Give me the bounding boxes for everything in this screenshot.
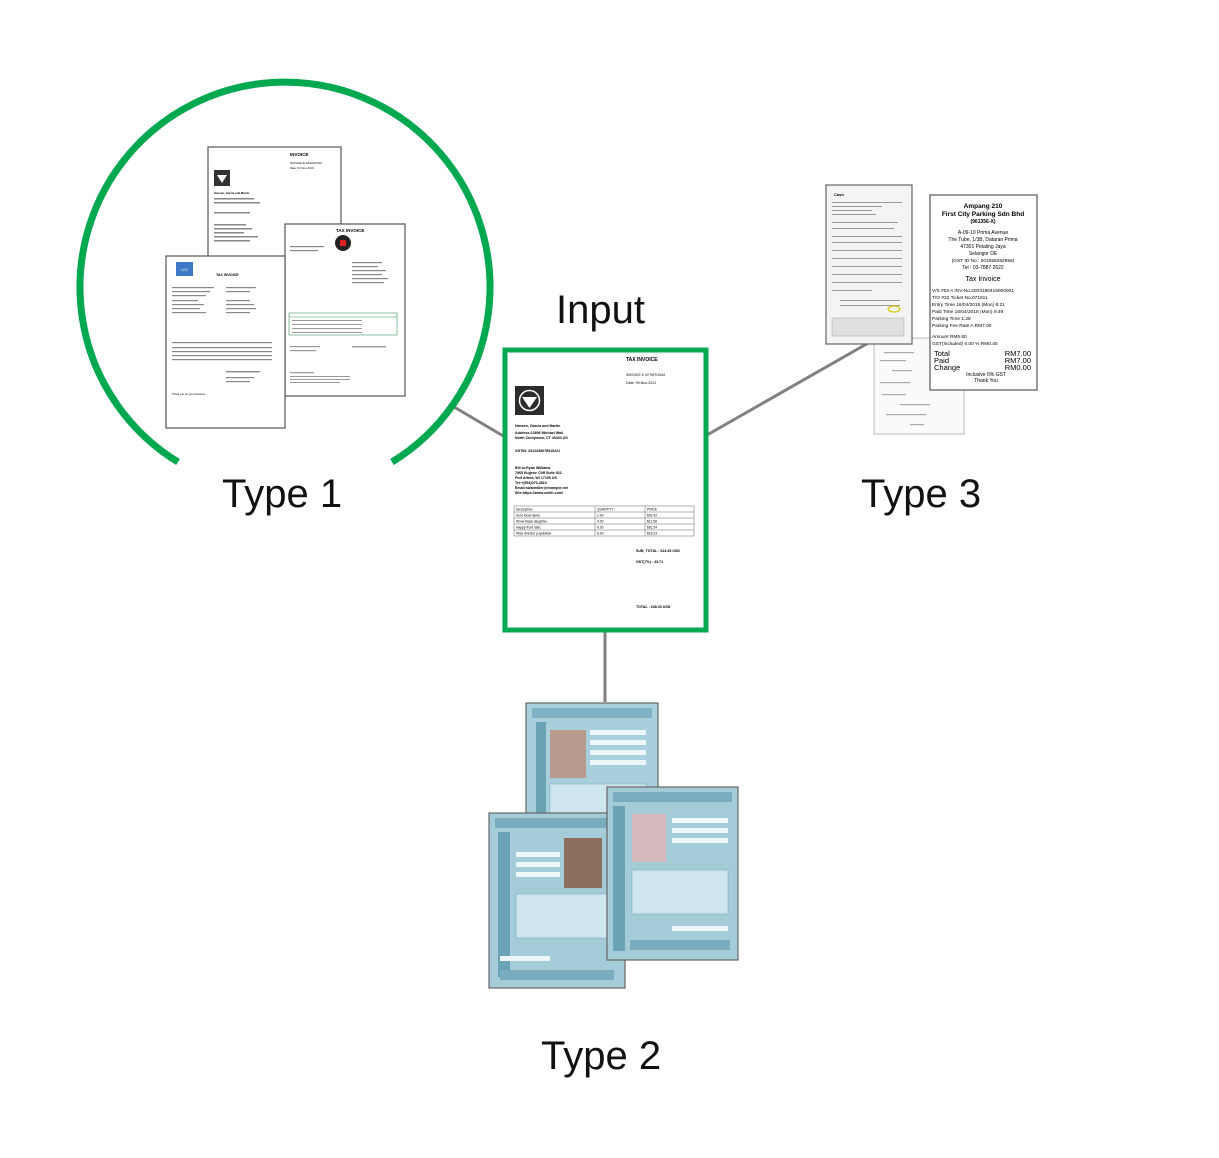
type3-label: Type 3 xyxy=(861,472,982,516)
receipt-title1: Ampang 210 xyxy=(964,203,1003,210)
type2-right-photo xyxy=(632,814,666,862)
receipt-total-value: RM7.00 xyxy=(1005,349,1031,358)
receipt-tax-invoice: Tax Invoice xyxy=(965,276,1000,283)
receipt-paid-value: RM7.00 xyxy=(1005,356,1031,365)
table-cell: Wise director population xyxy=(516,532,552,536)
input-doc-tel: Tel:+(554)070-4810 xyxy=(515,481,547,485)
receipt-title2: First City Parking Sdn Bhd xyxy=(942,211,1024,218)
type1-front-title: TAX INVOICE xyxy=(216,273,239,277)
input-doc-invoice-no: INVOICE # 3Y7MTU944 xyxy=(626,373,665,377)
receipt-addr1: A-09-10 Prima Avenue xyxy=(958,230,1008,236)
type1-doc-right: TAX INVOICE xyxy=(284,223,406,397)
type1-back-company: Hansen, Garcia and Martin xyxy=(214,191,250,195)
table-cell: Show black daughter. xyxy=(516,520,548,524)
receipt-line: Entry Time 16/04/2018 (Mon) 8:21 xyxy=(932,302,1005,308)
type3-receipt-front xyxy=(929,194,1038,391)
receipt-addr4: Selangor DE xyxy=(969,251,998,257)
type1-group-arc xyxy=(76,78,494,465)
table-cell: 4.00 xyxy=(597,520,604,524)
receipt-footer1: Inclusive 6% GST xyxy=(966,372,1006,378)
receipt-gst-id: (GST ID No : 001658282956) xyxy=(952,258,1015,264)
table-header-price: PRICE xyxy=(647,508,658,512)
table-header-quantity: QUANTITY xyxy=(597,508,614,512)
receipt-line: Parking Fee Rate A RM7.00 xyxy=(932,323,992,329)
receipt-line: Amount RM6.60 xyxy=(932,334,967,340)
receipt-total-label: Total xyxy=(934,349,950,358)
type1-back-line1: INVOICE ID:HK2A0071M xyxy=(290,161,322,165)
type2-label: Type 2 xyxy=(541,1034,662,1078)
input-doc-email: Email:swarmiller@example.net xyxy=(515,486,569,490)
table-cell: 1.00 xyxy=(597,514,604,518)
table-cell: $11.58 xyxy=(647,520,657,524)
input-doc-title: TAX INVOICE xyxy=(626,357,658,363)
receipt-paid-label: Paid xyxy=(934,356,949,365)
connector-type1 xyxy=(448,402,506,439)
type2-card-right xyxy=(606,786,739,961)
receipt-line: Paid Time 16/04/2018 (Mon) 9:49 xyxy=(932,309,1004,315)
table-cell: 6.00 xyxy=(597,526,604,530)
receipt-change-value: RM0.00 xyxy=(1005,363,1031,372)
receipt-line: Parking Time 1:28 xyxy=(932,316,971,322)
input-doc-gst: GST(7%) : 43.71 xyxy=(636,560,663,564)
type1-right-title: TAX INVOICE xyxy=(336,228,364,233)
type1-back-line2: Date: 07-Nov-2019 xyxy=(290,166,314,170)
type1-front-logo: LCO xyxy=(181,268,188,272)
type2-top-photo xyxy=(550,730,586,778)
input-doc-company: Hansen, Garcia and Martin xyxy=(515,424,560,428)
type2-card-left xyxy=(488,812,626,989)
type1-label: Type 1 xyxy=(222,472,343,516)
table-cell: Happy front start. xyxy=(516,526,541,530)
receipt-change-label: Change xyxy=(934,363,960,372)
table-header-description: Description xyxy=(516,508,533,512)
input-label: Input xyxy=(556,288,645,332)
input-doc-address2: North Cindytown, CT 45403 US xyxy=(515,436,568,440)
input-doc-bill-addr2: Port Alfred, WI 17190 US xyxy=(515,476,557,480)
input-document: TAX INVOICE INVOICE # 3Y7MTU944 Date: 09… xyxy=(502,347,709,633)
input-doc-site: Site:https://www.smith.com/ xyxy=(515,491,563,495)
receipt-addr2: The Tube, 1/3B, Dataran Prima xyxy=(948,237,1017,243)
input-doc-table xyxy=(513,505,695,537)
type1-back-title: INVOICE xyxy=(290,152,309,157)
table-cell: Sure local name. xyxy=(516,514,541,518)
receipt-line: V/S #03 A INV-No.2003180416000001 xyxy=(932,288,1014,294)
input-doc-address1: Address:13896 Michael Wall xyxy=(515,431,563,435)
receipt-tel: Tel : 03-7887 2622 xyxy=(962,265,1004,271)
receipt-footer2: Thank You xyxy=(974,378,998,384)
type2-left-photo xyxy=(564,838,602,888)
type1-doc-front: LCO TAX INVOICE Thank you for your busin… xyxy=(165,255,286,429)
input-doc-date: Date: 09-Nov-2011 xyxy=(626,381,656,385)
receipt-addr3: 47301 Petaling Jaya xyxy=(960,244,1006,250)
table-cell: 6.00 xyxy=(597,532,604,536)
receipt-line: T/O #22 Ticket No.071811 xyxy=(932,295,988,301)
receipt-title3: (961356-X) xyxy=(970,219,995,225)
type3-receipt-text: Ampang 210 First City Parking Sdn Bhd (9… xyxy=(932,203,1031,384)
type3-back-header: Cash xyxy=(834,192,844,197)
input-doc-subtotal: SUB_TOTAL : 624.45 USD xyxy=(636,549,680,553)
type3-receipt-back: Cash xyxy=(825,184,913,345)
connector-type3 xyxy=(706,340,871,437)
type1-front-footer: Thank you for your business! xyxy=(172,392,206,396)
input-doc-gstin: GSTIN: 3312349678910221 xyxy=(515,449,560,453)
type1-front-logo-icon xyxy=(176,262,193,276)
table-cell: $18.23 xyxy=(647,532,657,536)
input-doc-bill-to: Bill to:Ryan Williams xyxy=(515,466,551,470)
table-cell: $61.54 xyxy=(647,526,657,530)
input-doc-total: TOTAL : 638.03 USD xyxy=(636,605,671,609)
table-cell: $92.42 xyxy=(647,514,657,518)
input-doc-bill-addr1: 7965 Eugene Cliff Suite 821 xyxy=(515,471,562,475)
receipt-line: GST(Included) 6.00 % RM0.40 xyxy=(932,341,998,347)
